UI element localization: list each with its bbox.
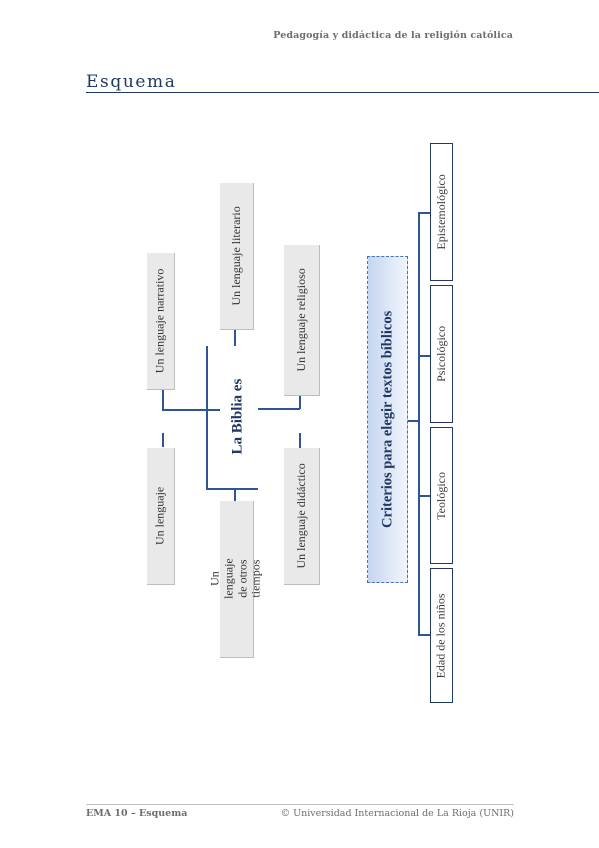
lenguaje-narrativo-label: Un lenguaje narrativo bbox=[152, 268, 167, 374]
criterio-epistemologico-label: Epistemológico bbox=[433, 174, 448, 250]
criterios-title: Criterios para elegir textos bíblicos bbox=[379, 310, 396, 529]
lenguaje-didactico-label: Un lenguaje didáctico bbox=[293, 463, 308, 569]
connector-line bbox=[206, 488, 258, 490]
header-title: Pedagogía y didáctica de la religión cat… bbox=[273, 30, 513, 41]
footer-left: EMA 10 – Esquema bbox=[86, 808, 188, 819]
lenguaje-literario-box: Un lenguaje literario bbox=[220, 183, 254, 330]
criterios-box: Criterios para elegir textos bíblicos bbox=[367, 256, 408, 583]
criterio-teologico-box: Teológico bbox=[430, 427, 453, 564]
lenguaje-religioso-label: Un lenguaje religioso bbox=[293, 268, 308, 372]
connector-line bbox=[162, 390, 164, 410]
criterio-psicologico-label: Psicológico bbox=[433, 325, 448, 382]
lenguaje-literario-label: Un lenguaje literario bbox=[228, 206, 243, 306]
connector-line bbox=[162, 409, 220, 411]
section-rule bbox=[86, 92, 599, 93]
section-title: Esquema bbox=[86, 72, 177, 92]
lenguaje-otros-tiempos-label: Un lenguaje de otros tiempos bbox=[207, 558, 264, 600]
center-label-text: La Biblia es bbox=[229, 379, 246, 455]
criterio-epistemologico-box: Epistemológico bbox=[430, 143, 453, 281]
lenguaje-religioso-box: Un lenguaje religioso bbox=[284, 245, 320, 396]
connector-line bbox=[418, 634, 431, 636]
criterio-edad-label: Edad de los niños bbox=[433, 592, 448, 678]
footer-right: © Universidad Internacional de La Rioja … bbox=[280, 808, 514, 819]
connector-line bbox=[234, 330, 236, 346]
criterio-psicologico-box: Psicológico bbox=[430, 285, 453, 423]
connector-line bbox=[162, 433, 164, 447]
connector-line bbox=[408, 420, 418, 422]
connector-line bbox=[418, 212, 420, 634]
lenguaje-otros-tiempos-box: Un lenguaje de otros tiempos bbox=[208, 501, 263, 658]
connector-line bbox=[418, 495, 430, 497]
footer-rule bbox=[86, 804, 514, 805]
connector-line bbox=[258, 408, 300, 410]
connector-line bbox=[206, 346, 208, 489]
criterio-teologico-label: Teológico bbox=[433, 471, 448, 520]
connector-line bbox=[234, 489, 236, 501]
lenguaje-label: Un lenguaje bbox=[152, 486, 167, 546]
lenguaje-narrativo-box: Un lenguaje narrativo bbox=[147, 253, 175, 390]
lenguaje-didactico-box: Un lenguaje didáctico bbox=[284, 448, 320, 585]
connector-line bbox=[299, 433, 301, 448]
lenguaje-box: Un lenguaje bbox=[147, 448, 175, 585]
connector-line bbox=[418, 212, 431, 214]
center-label: La Biblia es bbox=[218, 346, 258, 488]
connector-line bbox=[418, 355, 430, 357]
connector-line bbox=[299, 396, 301, 409]
criterio-edad-box: Edad de los niños bbox=[430, 568, 453, 703]
